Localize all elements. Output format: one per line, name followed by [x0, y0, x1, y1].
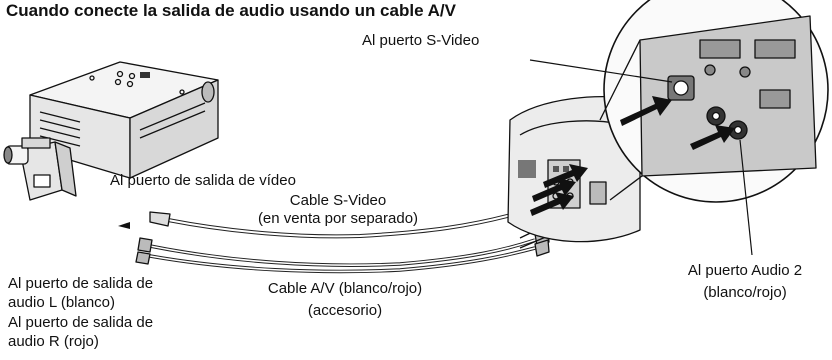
audio-l-label-1: Al puerto de salida de — [8, 275, 154, 292]
av-cable-label-2: (accesorio) — [307, 302, 383, 319]
audio2-port-label-2: (blanco/rojo) — [703, 284, 787, 301]
diagram-title: Cuando conecte la salida de audio usando… — [6, 1, 456, 20]
audio-r-label-2: audio R (rojo) — [8, 333, 99, 350]
connection-arrow-icon — [118, 96, 735, 229]
av-cable-icon — [135, 225, 550, 274]
audio2-port-label-1: Al puerto Audio 2 — [687, 262, 803, 279]
av-cable-label-1: Cable A/V (blanco/rojo) — [267, 280, 423, 297]
audio-l-label-2: audio L (blanco) — [8, 294, 116, 311]
svideo-port-label: Al puerto S-Video — [362, 32, 480, 49]
video-out-port-label: Al puerto de salida de vídeo — [110, 172, 296, 189]
camcorder-icon — [3, 137, 77, 201]
svideo-cable-label-2: (en venta por separado) — [257, 210, 419, 227]
audio-r-label-1: Al puerto de salida de — [8, 314, 154, 331]
svideo-cable-label-1: Cable S-Video — [289, 192, 387, 209]
video-player-icon — [29, 61, 219, 179]
